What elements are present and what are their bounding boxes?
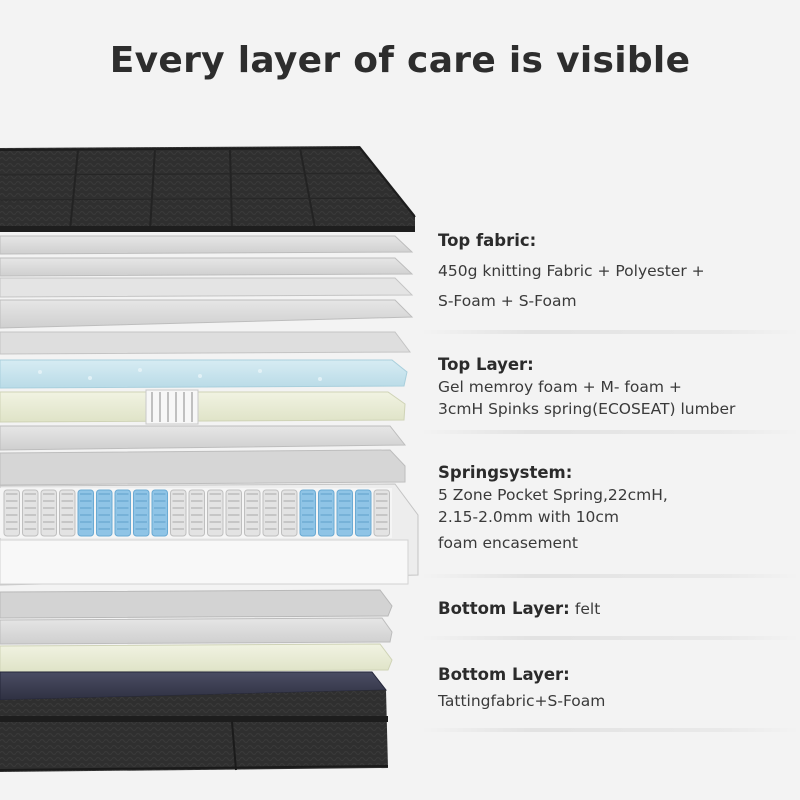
foam-sheets-top bbox=[0, 235, 414, 355]
divider bbox=[420, 574, 800, 578]
spec-bottom-layer-fabric: Bottom Layer: Tattingfabric+S-Foam bbox=[438, 662, 800, 714]
divider bbox=[420, 330, 800, 334]
spec-line: S-Foam + S-Foam bbox=[438, 292, 577, 310]
spec-heading: Top fabric: bbox=[438, 231, 537, 250]
bottom-fabric-layer bbox=[0, 671, 389, 772]
spec-line: foam encasement bbox=[438, 534, 578, 552]
spec-list: Top fabric: 450g knitting Fabric + Polye… bbox=[420, 0, 800, 800]
spec-top-fabric: Top fabric: 450g knitting Fabric + Polye… bbox=[438, 226, 800, 316]
mattress-illustration bbox=[0, 146, 419, 772]
gel-memory-foam-layer bbox=[0, 359, 408, 389]
spec-line: 3cmH Spinks spring(ECOSEAT) lumber bbox=[438, 400, 736, 418]
page-title: Every layer of care is visible bbox=[109, 40, 691, 81]
spec-line: Gel memroy foam + M- foam + bbox=[438, 378, 682, 396]
spinks-spring-layer bbox=[0, 389, 406, 425]
divider bbox=[420, 430, 800, 434]
bottom-felt-layers bbox=[0, 589, 393, 673]
spec-heading: Bottom Layer: bbox=[438, 599, 570, 618]
spec-top-layer: Top Layer: Gel memroy foam + M- foam + 3… bbox=[438, 354, 800, 420]
spec-bottom-layer-felt: Bottom Layer: felt bbox=[438, 598, 800, 620]
spec-springsystem: Springsystem: 5 Zone Pocket Spring,22cmH… bbox=[438, 462, 800, 554]
spec-line: 2.15-2.0mm with 10cm bbox=[438, 508, 620, 526]
divider bbox=[420, 636, 800, 640]
top-fabric-layer bbox=[0, 146, 416, 232]
foam-sheets-mid bbox=[0, 425, 407, 486]
spec-line: felt bbox=[574, 600, 601, 618]
spec-line: 450g knitting Fabric + Polyester + bbox=[438, 262, 705, 280]
spec-heading: Bottom Layer: bbox=[438, 665, 570, 684]
pocket-springs bbox=[3, 489, 390, 537]
spec-line: Tattingfabric+S-Foam bbox=[438, 692, 606, 710]
divider bbox=[420, 728, 800, 732]
spec-heading: Top Layer: bbox=[438, 355, 534, 374]
spring-system-layer bbox=[0, 483, 419, 586]
spec-line: 5 Zone Pocket Spring,22cmH, bbox=[438, 486, 668, 504]
spec-heading: Springsystem: bbox=[438, 463, 573, 482]
